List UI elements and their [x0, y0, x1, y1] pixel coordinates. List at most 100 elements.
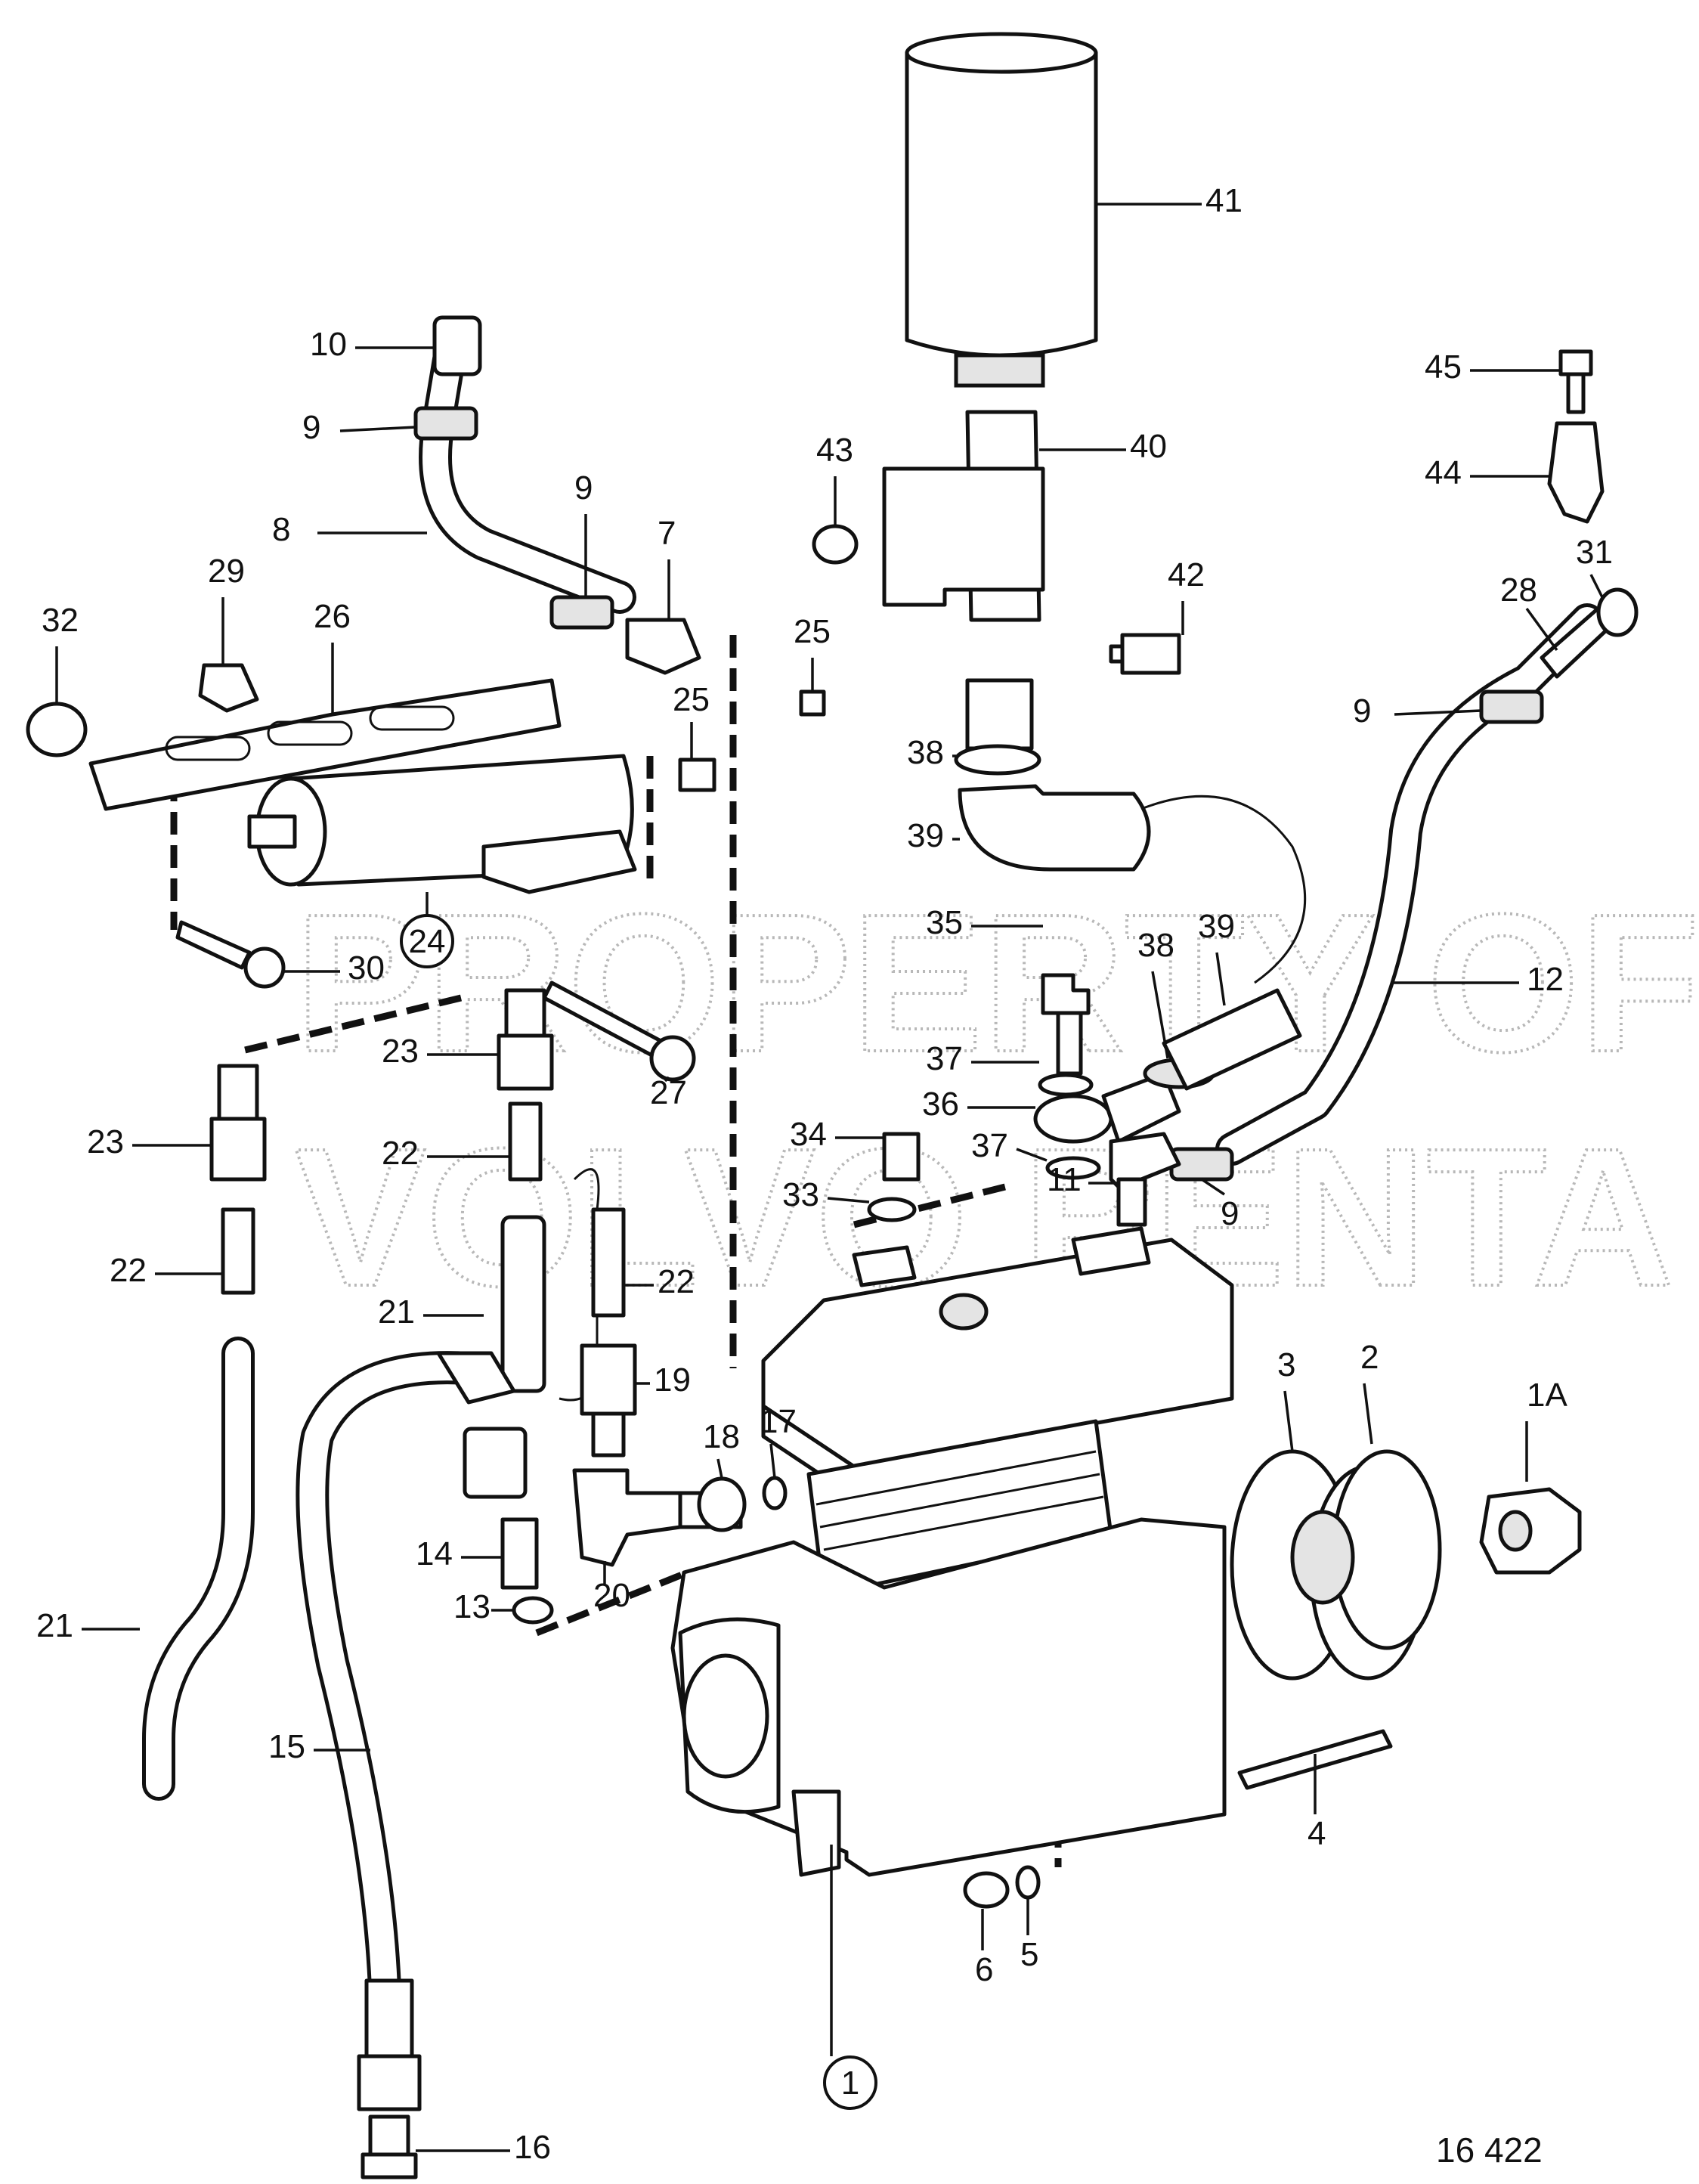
dashed-line-33: [853, 1183, 1007, 1228]
clamp-9-left-upper: [413, 406, 478, 441]
callout-5: 5: [1020, 1897, 1038, 1973]
callout-23b: 23: [87, 1123, 212, 1160]
callout-12: 12: [1391, 961, 1564, 998]
callout-label-39a: 39: [907, 817, 944, 854]
pipe-15-inner: [299, 1355, 481, 2039]
callout-label-9d: 9: [1221, 1195, 1239, 1232]
callout-15: 15: [268, 1728, 370, 1765]
callout-32: 32: [42, 602, 79, 703]
leader-line-2: [1363, 1383, 1373, 1445]
callout-label-9a: 9: [302, 409, 320, 446]
callout-4: 4: [1308, 1754, 1326, 1852]
callout-label-12: 12: [1527, 961, 1564, 998]
callout-label-26: 26: [314, 598, 351, 635]
callout-21a: 21: [36, 1607, 140, 1644]
washer-37-upper: [1038, 1073, 1094, 1097]
pipe-15-end-top: [436, 1351, 516, 1405]
banjo-bolt-35-head: [1041, 973, 1091, 1015]
callout-label-40: 40: [1130, 428, 1167, 465]
air-filter-top: [905, 32, 1098, 74]
elbow-20: [572, 1468, 682, 1567]
callout-37b: 37: [971, 1127, 1048, 1164]
callout-label-21a: 21: [36, 1607, 73, 1644]
elbow-11-thread: [1116, 1177, 1147, 1227]
callout-25a: 25: [794, 613, 831, 692]
mounting-bracket: [882, 466, 1045, 607]
bolt-42-head: [1120, 633, 1181, 675]
callout-11: 11: [1047, 1161, 1119, 1198]
pipe-8-assembly: [413, 315, 826, 792]
callout-13: 13: [453, 1588, 514, 1625]
callout-41: 41: [1096, 182, 1243, 219]
callout-20: 20: [593, 1561, 630, 1614]
bolt-45-head: [1558, 349, 1593, 376]
callout-label-19: 19: [654, 1362, 691, 1399]
callout-1A: 1A: [1525, 1377, 1567, 1482]
callout-label-32: 32: [42, 602, 79, 639]
callout-16: 16: [416, 2129, 551, 2166]
callout-17: 17: [760, 1403, 797, 1479]
callout-36: 36: [922, 1086, 1035, 1123]
callouts-layer: 11A2345678999910111213141516171819202121…: [36, 182, 1613, 2166]
callout-25b: 25: [673, 681, 710, 760]
banjo-36-elbow: [1101, 1071, 1181, 1144]
plug-25-upper: [799, 689, 826, 717]
callout-9a: 9: [302, 409, 416, 446]
callout-label-37b: 37: [971, 1127, 1008, 1164]
head-port: [939, 1293, 989, 1331]
hose-21-upper: [500, 1215, 546, 1393]
leader-line-33: [827, 1197, 870, 1204]
cylinder-24-shaft: [247, 814, 297, 849]
hose-clamp-38-upper: [954, 744, 1041, 776]
callout-22c: 22: [624, 1263, 695, 1300]
callout-label-37a: 37: [926, 1040, 963, 1077]
banjo-36: [1033, 1094, 1113, 1144]
callout-10: 10: [310, 326, 435, 363]
plug-25-lower: [678, 757, 716, 792]
callout-label-3: 3: [1277, 1346, 1295, 1383]
callout-label-14: 14: [416, 1535, 453, 1572]
leader-line-17: [769, 1443, 776, 1479]
mounting-block: [481, 829, 637, 894]
callout-label-5: 5: [1020, 1936, 1038, 1973]
pipe-15-assembly: [296, 1351, 554, 2179]
callout-label-25a: 25: [794, 613, 831, 650]
bolt-27-head: [649, 1035, 696, 1082]
fitting-23-lower-hex: [209, 1117, 267, 1182]
air-filter-assembly: [812, 32, 1307, 984]
callout-8: 8: [272, 511, 427, 548]
callout-7: 7: [658, 515, 676, 620]
callout-38a: 38: [907, 734, 956, 771]
intake-pipe-lower: [965, 678, 1034, 751]
spacer-43: [812, 524, 859, 565]
callout-label-45: 45: [1425, 349, 1462, 386]
elbow-7: [625, 618, 701, 675]
callout-28: 28: [1500, 572, 1558, 652]
callout-21b: 21: [378, 1293, 484, 1331]
nut-6: [963, 1871, 1010, 1909]
callout-label-33: 33: [782, 1176, 819, 1213]
callout-label-30: 30: [348, 949, 385, 987]
callout-45: 45: [1425, 349, 1561, 386]
callout-label-9c: 9: [1353, 692, 1371, 730]
screw-30-head: [243, 946, 286, 989]
filter-clamp: [954, 353, 1045, 388]
nipple-22-lower: [221, 1207, 255, 1295]
leader-line-28: [1525, 607, 1558, 652]
compressor-assembly: [670, 1226, 1234, 1877]
callout-40: 40: [1039, 428, 1167, 465]
return-line-assembly: [867, 349, 1639, 1227]
callout-label-21b: 21: [378, 1293, 415, 1331]
callout-33: 33: [782, 1176, 870, 1213]
hose-39-lower: [1162, 988, 1302, 1091]
nut-18: [697, 1476, 747, 1532]
washer-13: [512, 1596, 554, 1625]
callout-label-18: 18: [703, 1418, 740, 1455]
callout-label-16: 16: [514, 2129, 551, 2166]
callout-9b: 9: [574, 469, 593, 597]
callout-label-42: 42: [1168, 556, 1205, 593]
callout-label-38b: 38: [1137, 927, 1174, 964]
callout-label-25b: 25: [673, 681, 710, 718]
callout-label-43: 43: [816, 432, 853, 469]
head-bump-right: [1071, 1226, 1151, 1276]
